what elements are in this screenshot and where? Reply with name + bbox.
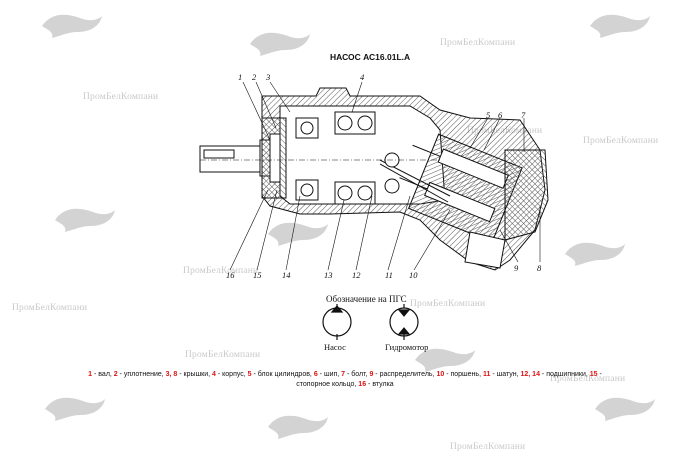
rear-cover <box>504 149 549 241</box>
watermark-logo-icon <box>415 348 475 372</box>
callout-9: 9 <box>514 263 519 273</box>
pgs-caption: Обозначение на ПГС <box>326 294 407 304</box>
legend-number: 10 <box>436 371 445 378</box>
watermark-logo-icon <box>42 14 102 38</box>
callout-16: 16 <box>226 270 235 280</box>
watermark-logo-icon <box>55 208 115 232</box>
legend-text: - уплотнение, <box>117 371 166 378</box>
legend-text: - подшипники, <box>539 371 590 378</box>
legend-number: 9 <box>369 371 374 378</box>
watermark-logo-icon <box>268 415 328 439</box>
legend-number: 4 <box>212 371 216 378</box>
legend-number: 5 <box>247 371 252 378</box>
legend-text: - поршень, <box>444 371 483 378</box>
legend-text: - распределитель, <box>373 371 437 378</box>
callout-3: 3 <box>266 72 271 82</box>
legend-text: - втулка <box>366 381 394 388</box>
watermark-logo-icon <box>250 32 310 56</box>
callout-6: 6 <box>498 110 503 120</box>
watermark-logo-icon <box>590 14 650 38</box>
callout-2: 2 <box>252 72 257 82</box>
callout-15: 15 <box>253 270 262 280</box>
legend-text: - шип, <box>317 371 342 378</box>
watermark-logo-icon <box>45 397 105 421</box>
watermark-text: ПромБелКомпани <box>185 350 261 360</box>
pump-symbol-icon <box>322 304 352 340</box>
seal <box>269 133 281 183</box>
leader-lines <box>229 81 541 271</box>
legend-number: 15 <box>589 371 598 378</box>
watermark-text: ПромБелКомпани <box>183 266 259 276</box>
watermark-logo-icon <box>268 222 328 246</box>
watermark-text: ПромБелКомпани <box>583 136 659 146</box>
legend-text: - стопорное кольцо, <box>296 371 602 388</box>
bearing-front <box>334 111 376 205</box>
legend-number: 16 <box>358 381 367 388</box>
legend-text: - блок цилиндров, <box>251 371 314 378</box>
watermark-text: ПромБелКомпани <box>410 299 486 309</box>
callout-1: 1 <box>238 72 243 82</box>
parts-legend: 1 - вал, 2 - уплотнение, 3, 8 - крышки, … <box>80 370 610 390</box>
watermark-text: ПромБелКомпани <box>83 92 159 102</box>
callout-10: 10 <box>409 270 418 280</box>
legend-text: - вал, <box>92 371 114 378</box>
legend-text: - крышки, <box>177 371 213 378</box>
watermark-text: ПромБелКомпани <box>12 303 88 313</box>
legend-number: 6 <box>313 371 318 378</box>
callout-5: 5 <box>486 110 491 120</box>
legend-number: 11 <box>482 371 491 378</box>
legend-number: 2 <box>113 371 118 378</box>
bearing-rear <box>295 117 319 201</box>
pump-label: Насос <box>324 342 346 352</box>
watermark-text: ПромБелКомпани <box>450 442 526 452</box>
callout-13: 13 <box>324 270 333 280</box>
legend-number: 12, 14 <box>520 371 540 378</box>
callout-8: 8 <box>537 263 542 273</box>
watermark-text: ПромБелКомпани <box>440 38 516 48</box>
legend-text: - шатун, <box>490 371 521 378</box>
watermark-logo-icon <box>565 242 625 266</box>
motor-symbol-icon <box>389 304 419 340</box>
watermark-logo-icon <box>595 397 655 421</box>
legend-text: - корпус, <box>215 371 248 378</box>
callout-11: 11 <box>385 270 393 280</box>
legend-number: 7 <box>341 371 346 378</box>
motor-label: Гидромотор <box>385 342 429 352</box>
distributor <box>464 231 506 269</box>
watermark-text: ПромБелКомпани <box>550 374 626 384</box>
callout-12: 12 <box>352 270 361 280</box>
legend-number: 3, 8 <box>165 371 178 378</box>
legend-number: 1 <box>88 371 93 378</box>
callout-4: 4 <box>360 72 365 82</box>
legend-text: - болт, <box>345 371 370 378</box>
callout-7: 7 <box>521 110 526 120</box>
callout-14: 14 <box>282 270 291 280</box>
diagram-title: НАСОС АС16.01L.A <box>330 52 411 62</box>
shaft-keyway <box>203 149 235 159</box>
